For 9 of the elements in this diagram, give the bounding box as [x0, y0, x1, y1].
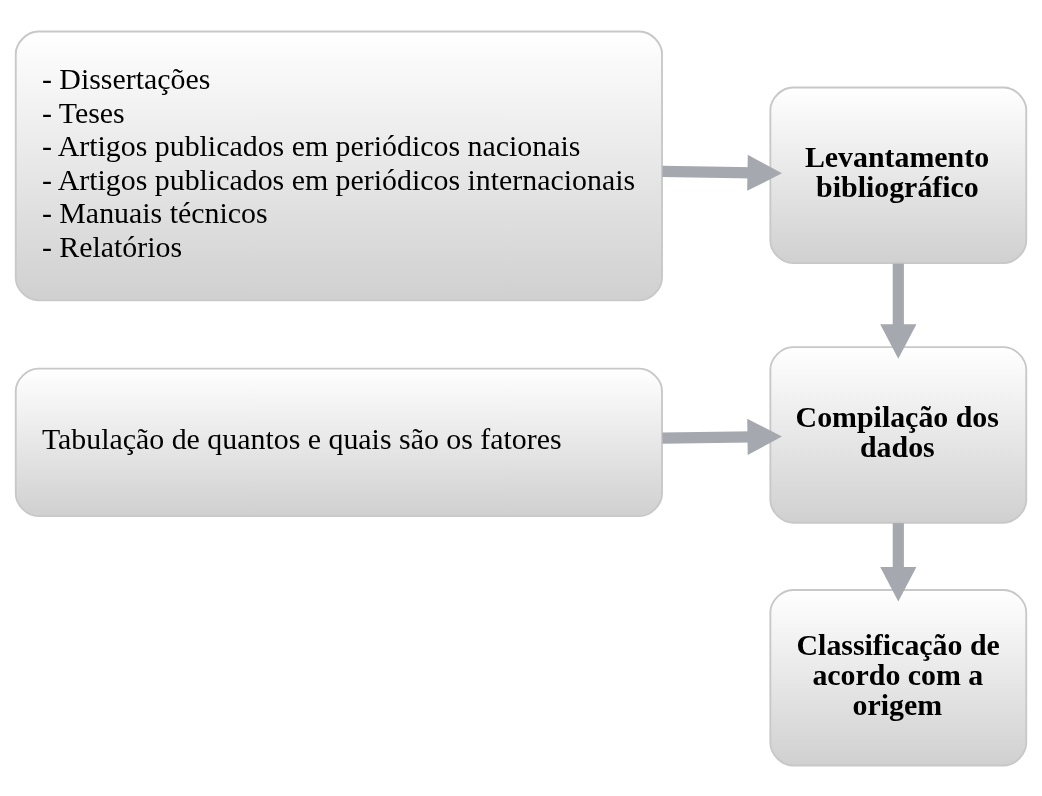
- node-box: Classificação de acordo com a origem: [769, 588, 1028, 766]
- arrow: [880, 263, 917, 359]
- node-box: Levantamento bibliográfico: [769, 86, 1028, 264]
- node-box: Compilação dos dados: [769, 345, 1028, 524]
- arrow: [880, 522, 917, 602]
- arrow: [662, 154, 782, 191]
- node-box: Tabulação de quantos e quais são os fatores: [14, 367, 663, 517]
- arrow: [662, 418, 782, 455]
- node-box: - Dissertações - Teses - Artigos publicados em periódicos nacionais - Artigos publicados em periódicos internacionais - Manuais técnicos - Relatórios: [14, 30, 663, 301]
